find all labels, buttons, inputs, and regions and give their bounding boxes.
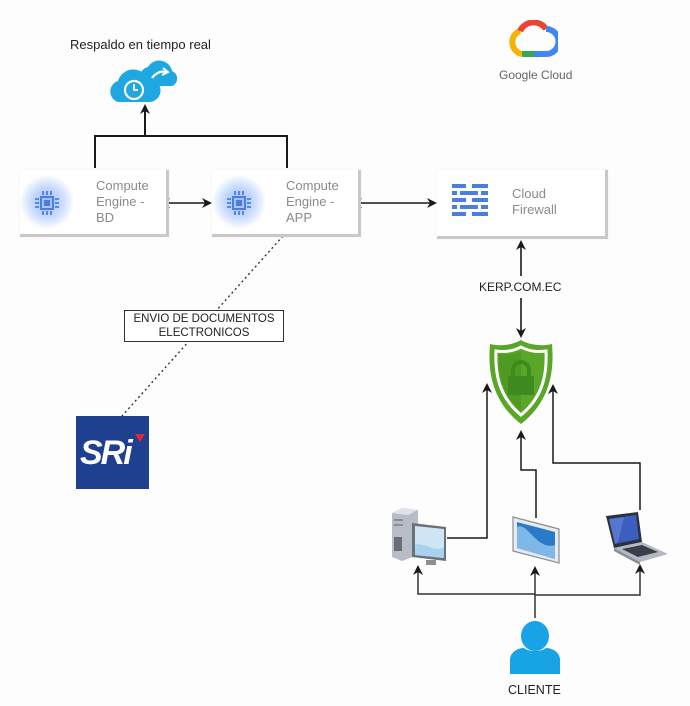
compute-engine-icon: [35, 191, 59, 215]
node-label-line: Cloud: [512, 186, 546, 201]
node-label-line: Firewall: [512, 202, 557, 217]
node-label-line: Engine -: [96, 194, 145, 209]
edge-label-line: ELECTRONICOS: [158, 327, 250, 339]
user-icon[interactable]: [508, 620, 562, 676]
sri-red-mark: [135, 434, 145, 442]
client-label: CLIENTE: [508, 683, 561, 697]
tablet-shield-connector: [516, 430, 537, 518]
backup-connector: [94, 135, 288, 168]
edge-label-line: ENVIO DE DOCUMENTOS: [133, 313, 275, 325]
node-label-line: APP: [286, 210, 313, 225]
google-cloud-logo: [509, 20, 558, 57]
domain-label: KERP.COM.EC: [479, 280, 562, 294]
client-laptop-connector: [535, 564, 645, 596]
google-cloud-label: Google Cloud: [499, 68, 573, 82]
tablet-icon[interactable]: [511, 515, 561, 565]
cloud-firewall-icon: [452, 184, 488, 216]
documents-edge-label: ENVIO DE DOCUMENTOS ELECTRONICOS: [124, 310, 284, 342]
backup-title: Respaldo en tiempo real: [70, 37, 211, 52]
laptop-icon[interactable]: [604, 508, 670, 566]
cloud-backup-icon: [110, 60, 178, 102]
sri-logo-text: SRi: [80, 434, 133, 472]
compute-engine-app-node[interactable]: Compute Engine - APP: [212, 170, 361, 237]
node-label-line: Compute: [96, 178, 149, 193]
compute-engine-icon: [227, 191, 251, 215]
laptop-shield-connector: [548, 384, 641, 510]
client-desktop-connector: [413, 565, 535, 595]
cloud-firewall-node[interactable]: Cloud Firewall: [437, 170, 608, 239]
node-label-line: Compute: [286, 178, 339, 193]
desktop-shield-connector: [447, 383, 492, 539]
compute-engine-bd-node[interactable]: Compute Engine - BD: [20, 170, 169, 237]
desktop-computer-icon[interactable]: [390, 505, 450, 567]
sri-logo: SRi: [76, 416, 149, 489]
node-label-line: Engine -: [286, 194, 335, 209]
ssl-shield-icon: [489, 340, 553, 424]
node-label-line: BD: [96, 210, 115, 225]
